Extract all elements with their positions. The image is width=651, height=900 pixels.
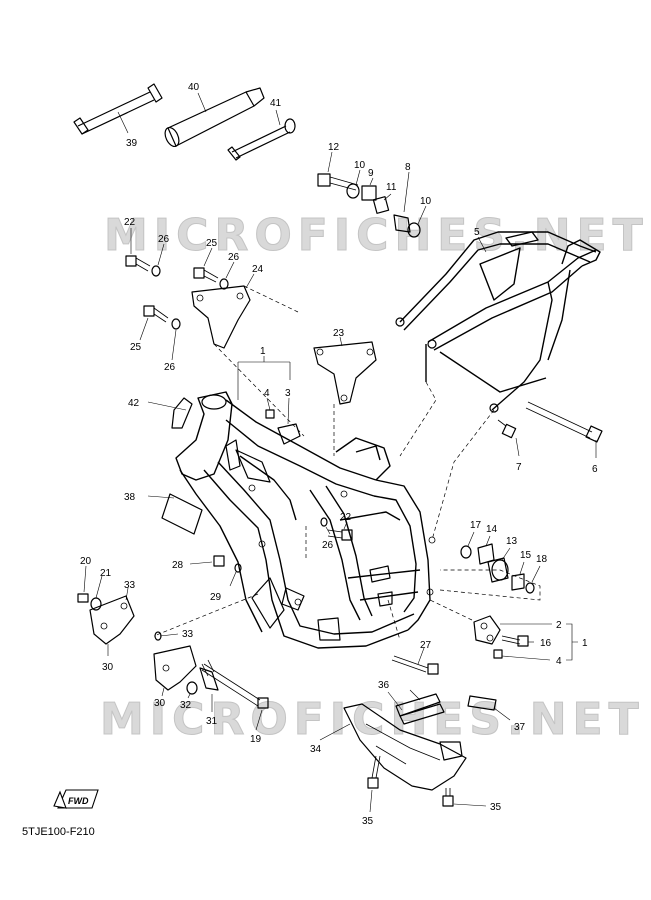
callout-16: 16 [540,638,552,649]
bolt-35-right [442,788,487,807]
callout-21: 21 [100,568,112,579]
callout-19: 19 [250,734,262,745]
callout-25-a: 25 [206,238,218,249]
callout-22-a: 22 [124,217,136,228]
callout-13: 13 [506,536,518,547]
callout-33-a: 33 [124,580,136,591]
washer-26-top [151,243,165,277]
callout-18: 18 [536,554,548,565]
bracket-30-top [77,565,135,656]
callout-2: 2 [556,620,562,631]
fwd-label: FWD [68,796,89,806]
bolt-25-left [139,305,169,341]
callout-14: 14 [486,524,498,535]
fwd-arrow-icon: FWD [53,789,99,809]
bolt-22-top [125,228,151,272]
callout-labels: 39 40 41 12 10 9 11 8 10 5 22 26 25 26 2… [80,82,598,827]
washer-26-left [171,318,181,361]
bolt-35-left [367,755,381,813]
callout-5: 5 [474,227,480,238]
bolt-19 [201,663,269,731]
callout-26-a: 26 [158,234,170,245]
bolt-25-top [193,247,219,283]
bolt-6 [525,401,603,458]
dashed-guides [153,285,541,641]
pad-36 [387,689,445,725]
reflector-42 [147,397,193,429]
bolt-12 [317,151,359,191]
rear-frame-5 [395,231,601,413]
callout-39: 39 [126,138,138,149]
group-1-top-leader [237,356,301,445]
mount-parts-13-18 [460,531,541,594]
group-1-right-leader [566,623,578,661]
callout-35-b: 35 [490,802,502,813]
bracket-24 [191,273,255,349]
callout-27: 27 [420,640,432,651]
washer-29 [229,563,242,587]
callout-30-a: 30 [102,662,114,673]
tommy-bar-41 [227,109,296,161]
main-frame [175,391,436,649]
callout-26-c: 26 [164,362,176,373]
callout-29: 29 [210,592,222,603]
callout-30-b: 30 [154,698,166,709]
dash-bracket-2 [429,599,473,621]
callout-32: 32 [180,700,192,711]
skid-plate-34 [319,703,467,791]
socket-wrench-40 [164,87,265,148]
callout-10-a: 10 [354,160,366,171]
callout-40: 40 [188,82,200,93]
callout-7: 7 [516,462,522,473]
callout-3: 3 [285,388,291,399]
bolt-7 [497,419,520,457]
callout-11: 11 [386,182,397,193]
washer-collar-set [346,169,427,238]
callout-8: 8 [405,162,411,173]
pad-37 [467,695,511,721]
bolt-27 [391,647,439,675]
callout-38: 38 [124,492,136,503]
callout-15: 15 [520,550,532,561]
callout-23: 23 [333,328,345,339]
callout-4-b: 4 [556,656,562,667]
washer-26-mid [219,261,235,290]
bolt-22-mid [320,517,353,541]
washer-32-bolt-31 [186,659,219,712]
callout-26-b: 26 [228,252,240,263]
callout-34: 34 [310,744,322,755]
callout-6: 6 [592,464,598,475]
callout-24: 24 [252,264,264,275]
callout-37: 37 [514,722,526,733]
callout-31: 31 [206,716,218,727]
callout-28: 28 [172,560,184,571]
callout-33-b: 33 [182,629,194,640]
bracket-30-bottom [153,631,197,697]
callout-22-b: 22 [340,512,352,523]
callout-35-a: 35 [362,816,374,827]
callout-25-b: 25 [130,342,142,353]
bolt-16 [501,635,534,647]
bracket-2 [473,615,552,645]
callout-42: 42 [128,398,140,409]
spoke-wrench-39 [73,83,163,135]
callout-1-a: 1 [260,346,266,357]
bolt-28 [189,555,225,567]
callout-4-a: 4 [264,388,270,399]
bracket-23 [313,336,377,405]
diagram-code: 5TJE100-F210 [22,826,95,838]
callout-1-b: 1 [582,638,588,649]
callout-41: 41 [270,98,282,109]
callout-17: 17 [470,520,482,531]
callout-10-b: 10 [420,196,432,207]
callout-26-d: 26 [322,540,334,551]
callout-36: 36 [378,680,390,691]
bolt-4-right [493,649,551,661]
callout-12: 12 [328,142,340,153]
callout-9: 9 [368,168,374,179]
label-38 [147,493,203,535]
callout-20: 20 [80,556,92,567]
